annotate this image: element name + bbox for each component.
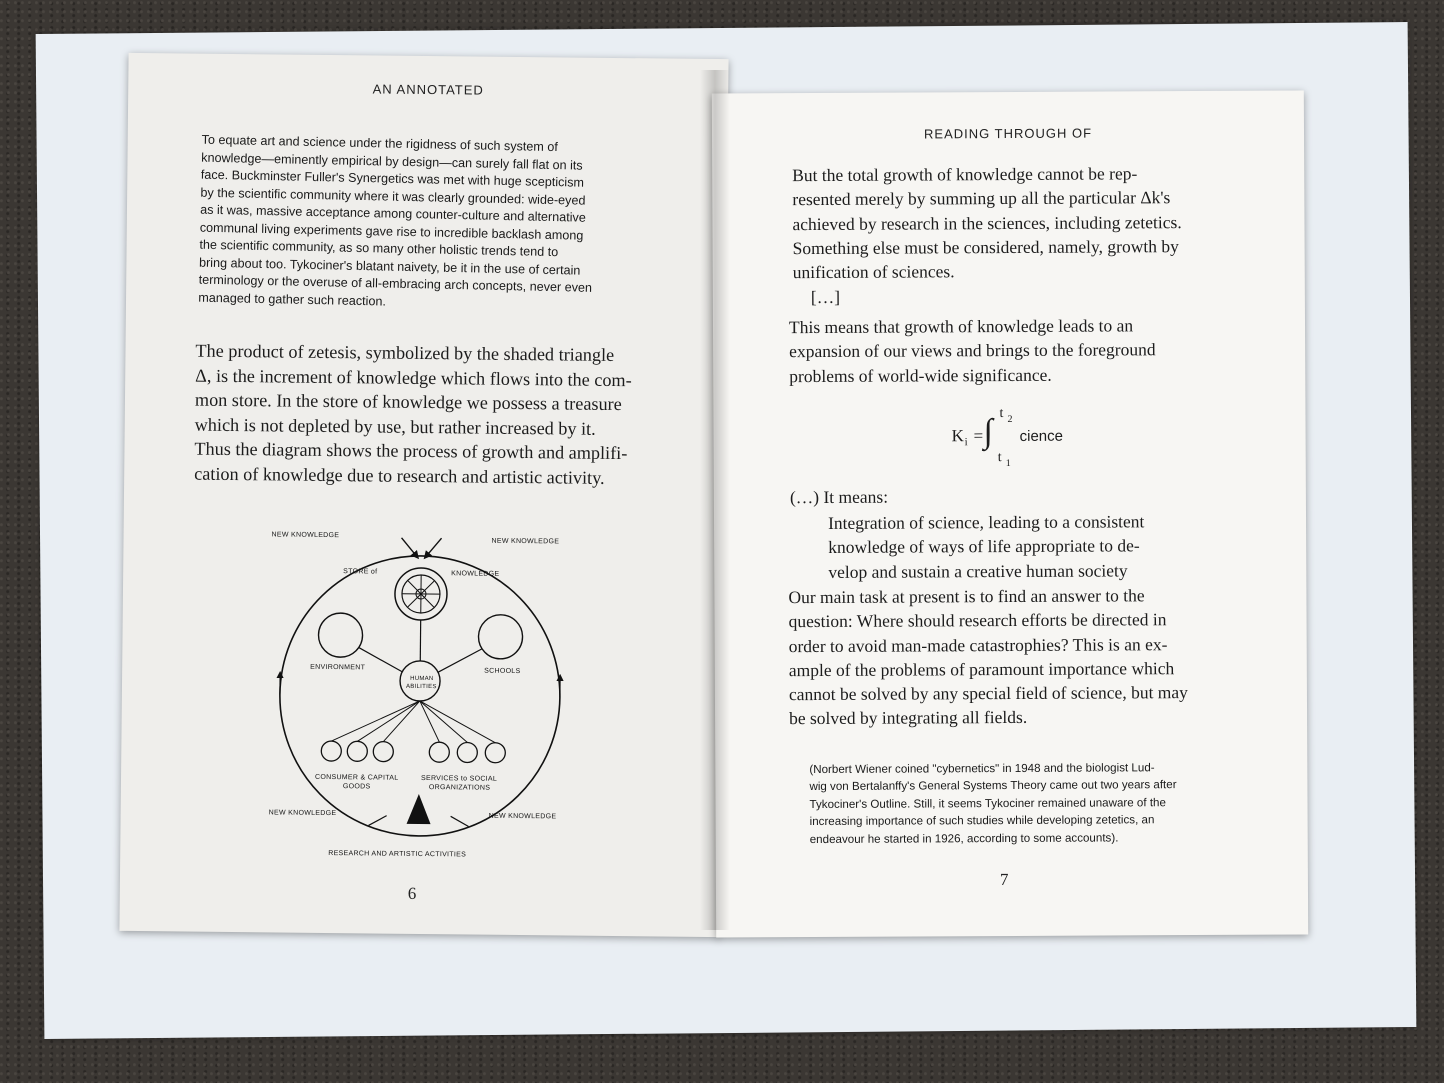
right-annotation-note: (Norbert Wiener coined "cybernetics" in … xyxy=(809,759,1177,848)
label-consumer-1: CONSUMER & CAPITAL xyxy=(315,774,399,782)
body-line: Something else must be considered, namel… xyxy=(792,236,1179,259)
body-line: cannot be solved by any special field of… xyxy=(788,682,1188,705)
quote-line: knowledge of ways of life appropriate to… xyxy=(828,535,1140,558)
formula-lower-sub: 1 xyxy=(1005,457,1011,470)
formula-upper-sub: 2 xyxy=(1007,413,1013,426)
body-line: be solved by integrating all fields. xyxy=(789,707,1028,729)
left-page-number: 6 xyxy=(407,883,417,903)
integral-formula: K i = ∫ t 2 t 1 cience xyxy=(951,406,1101,471)
note-line: Tykociner's Outline. Still, it seems Tyk… xyxy=(809,796,1166,811)
quote-line: velop and sustain a creative human socie… xyxy=(828,559,1128,582)
left-annotation-note: To equate art and science under the rigi… xyxy=(198,132,595,315)
formula-equals: = xyxy=(973,426,984,446)
label-consumer-2: GOODS xyxy=(343,783,371,790)
label-schools: SCHOOLS xyxy=(484,668,520,675)
label-knowledge: KNOWLEDGE xyxy=(451,570,499,578)
formula-lower: t xyxy=(997,450,1002,466)
label-human: HUMAN xyxy=(410,676,434,682)
body-line: This means that growth of knowledge lead… xyxy=(788,315,1134,338)
body-line: question: Where should research efforts … xyxy=(788,609,1167,632)
label-new-knowledge-tl: NEW KNOWLEDGE xyxy=(272,531,340,539)
label-new-knowledge-tr: NEW KNOWLEDGE xyxy=(491,538,559,546)
left-body-text: The product of zetesis, symbolized by th… xyxy=(194,339,632,491)
note-line: (Norbert Wiener coined "cybernetics" in … xyxy=(809,761,1155,777)
research-triangle xyxy=(406,793,431,825)
outer-circle xyxy=(279,555,561,837)
right-page: READING THROUGH OF But the total growth … xyxy=(711,90,1309,938)
formula-lhs-sub: i xyxy=(964,436,968,449)
right-body-text-1: But the total growth of knowledge cannot… xyxy=(792,161,1182,285)
note-line: endeavour he started in 1926, according … xyxy=(809,831,1119,846)
body-line: cation of knowledge due to research and … xyxy=(194,463,605,488)
label-new-knowledge-br: NEW KNOWLEDGE xyxy=(489,813,557,821)
right-body-text-2: This means that growth of knowledge lead… xyxy=(789,313,1156,388)
right-running-head: READING THROUGH OF xyxy=(923,125,1093,142)
body-line: order to avoid man-made catastrophies? T… xyxy=(788,633,1168,656)
body-line: resented merely by summing up all the pa… xyxy=(792,187,1171,210)
label-services-1: SERVICES to SOCIAL xyxy=(421,775,497,783)
environment-circle xyxy=(317,612,364,658)
note-line: increasing importance of such studies wh… xyxy=(809,813,1155,829)
body-line: But the total growth of knowledge cannot… xyxy=(792,163,1138,186)
right-ellipsis: […] xyxy=(810,286,841,308)
body-line: unification of sciences. xyxy=(792,261,955,283)
label-services-2: ORGANIZATIONS xyxy=(429,784,490,792)
quote-line: Integration of science, leading to a con… xyxy=(827,511,1145,533)
formula-lhs: K xyxy=(951,426,964,446)
body-line: problems of world-wide significance. xyxy=(789,364,1052,386)
body-line: expansion of our views and brings to the… xyxy=(789,339,1156,362)
left-page: AN ANNOTATED To equate art and science u… xyxy=(119,52,729,938)
note-line: wig von Bertalanffy's General Systems Th… xyxy=(809,778,1177,794)
body-line: achieved by research in the sciences, in… xyxy=(792,211,1182,234)
integral-sign: ∫ xyxy=(983,413,993,451)
body-line: ample of the problems of paramount impor… xyxy=(788,658,1175,681)
right-block-quote: Integration of science, leading to a con… xyxy=(828,509,1145,584)
label-research: RESEARCH AND ARTISTIC ACTIVITIES xyxy=(328,850,466,858)
right-body-text-3: Our main task at present is to find an a… xyxy=(788,583,1188,731)
body-line: Our main task at present is to find an a… xyxy=(788,585,1145,608)
it-means-line: (…) It means: xyxy=(789,486,889,508)
formula-upper: t xyxy=(999,406,1004,422)
label-environment: ENVIRONMENT xyxy=(310,664,366,672)
label-new-knowledge-bl: NEW KNOWLEDGE xyxy=(269,809,337,817)
formula-integrand: cience xyxy=(1019,427,1063,445)
right-page-number: 7 xyxy=(999,870,1009,890)
book-gutter-shadow xyxy=(700,70,730,930)
label-abilities: ABILITIES xyxy=(406,684,437,690)
label-store-of: STORE of xyxy=(343,568,377,575)
schools-circle xyxy=(477,614,524,660)
knowledge-growth-diagram: NEW KNOWLEDGE NEW KNOWLEDGE STORE of KNO… xyxy=(269,531,564,858)
left-running-head: AN ANNOTATED xyxy=(372,81,484,98)
